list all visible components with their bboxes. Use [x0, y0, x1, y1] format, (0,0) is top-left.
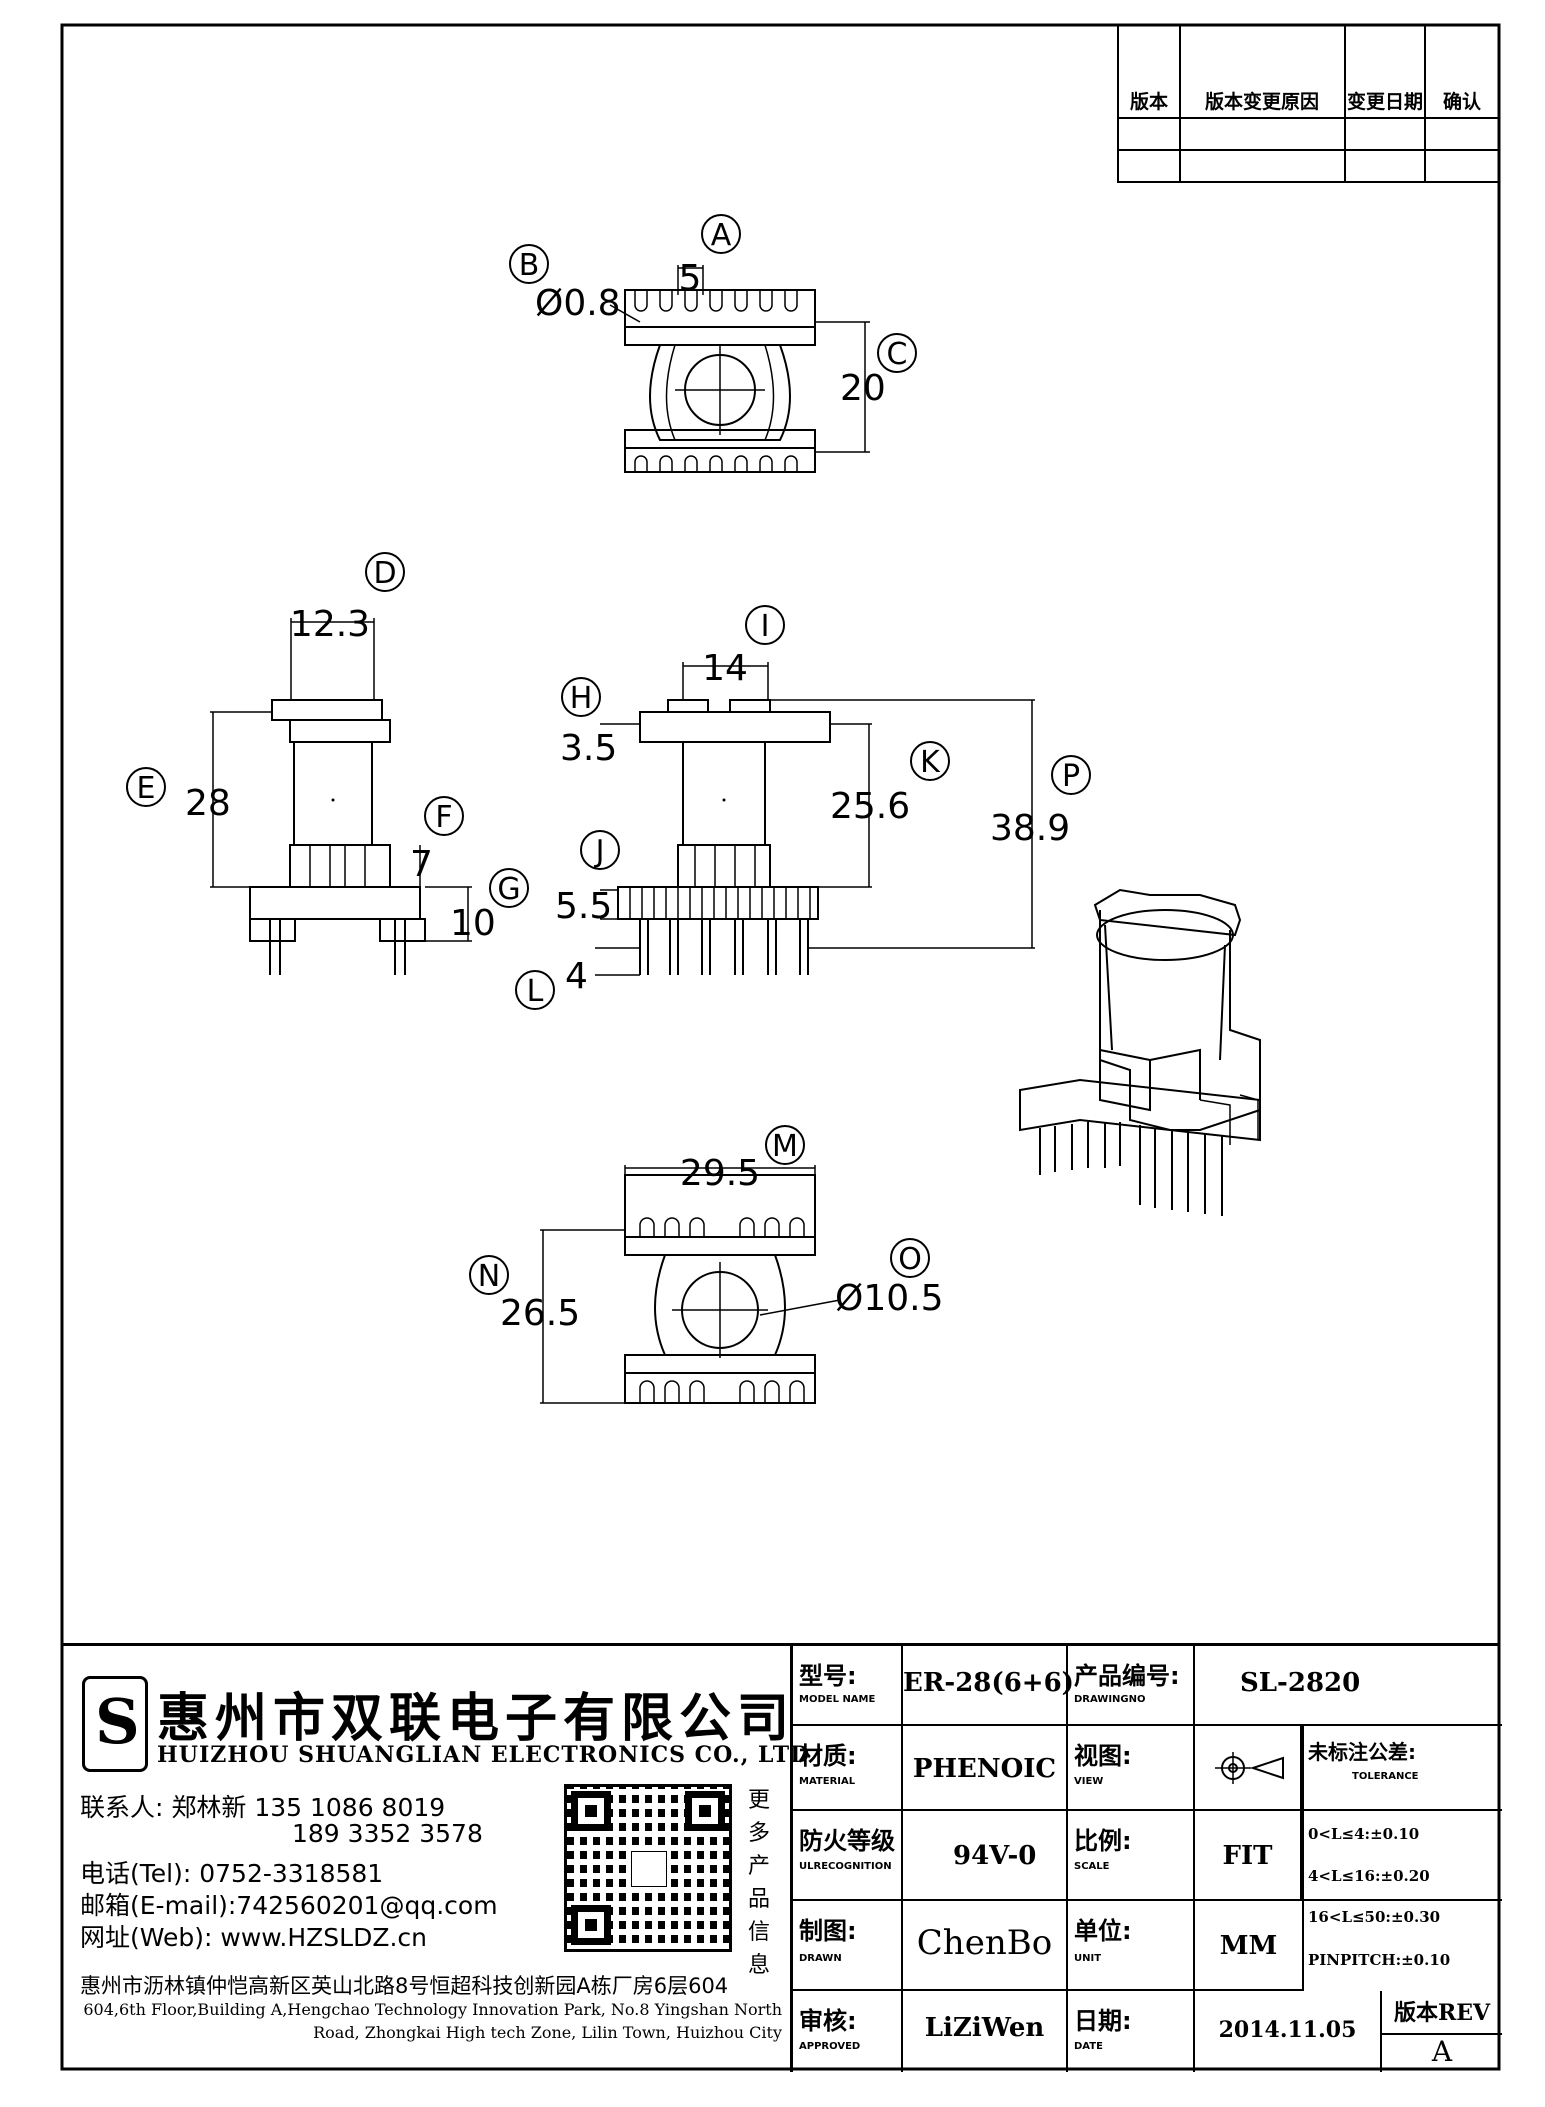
callout-k: K: [920, 745, 941, 780]
unit-value: MM: [1219, 1931, 1278, 1961]
company-logo: S: [82, 1676, 148, 1772]
callout-f: F: [435, 800, 452, 835]
callout-e: E: [137, 771, 156, 806]
front-view: 14 3.5 25.6 38.9 5.5 4: [555, 648, 1070, 997]
sheet-frame: [60, 23, 1501, 2071]
dim-slot: 7: [410, 844, 433, 885]
approved-by: LiZiWen: [924, 2013, 1045, 2043]
qr-caption: 更多产 品信息: [747, 1788, 770, 1978]
dim-pin-length: 4: [565, 956, 588, 997]
dim-core-dia: Ø10.5: [835, 1278, 944, 1319]
callout-c: C: [887, 337, 908, 372]
projection-symbol-icon: [1215, 1752, 1284, 1784]
bottom-view: 29.5 26.5 Ø10.5: [500, 1153, 944, 1404]
rev-header-reason: 版本变更原因: [1205, 90, 1319, 113]
drawing-number: SL-2820: [1240, 1668, 1361, 1698]
callout-m: M: [772, 1129, 798, 1164]
callout-d: D: [373, 556, 396, 591]
contact-tel: 电话(Tel): 0752-3318581: [80, 1859, 384, 1888]
dim-pin-dia: Ø0.8: [535, 283, 621, 324]
callout-bubbles: A B C D E F G H I J K L M N O P: [126, 214, 1091, 1295]
date-value: 2014.11.05: [1218, 2017, 1357, 2043]
spec-row-approved: 审核:APPROVED LiZiWen 日期:DATE 2014.11.05 版…: [793, 1991, 1502, 2072]
callout-o: O: [898, 1242, 922, 1277]
rev-header-version: 版本: [1130, 90, 1168, 113]
rev-value: A: [1431, 2035, 1453, 2068]
tolerance-list: 0<L≤4:±0.10 4<L≤16:±0.20 16<L≤50:±0.30 P…: [1308, 1825, 1451, 1969]
top-view: 5 Ø0.8 20: [535, 258, 886, 473]
callout-j: J: [594, 834, 605, 869]
dim-base: 10: [450, 903, 496, 944]
callout-b: B: [519, 248, 540, 283]
drawn-by: ChenBo: [916, 1923, 1053, 1963]
address-en: 604,6th Floor,Building A,Hengchao Techno…: [83, 2000, 782, 2042]
dim-row-span: 20: [840, 368, 886, 409]
dim-flange-width: 12.3: [290, 604, 370, 645]
dim-height: 28: [185, 783, 231, 824]
dim-front-width: 14: [702, 648, 748, 689]
contact-web: 网址(Web): www.HZSLDZ.cn: [80, 1923, 428, 1952]
dim-body-height: 25.6: [830, 786, 910, 827]
contact-email: 邮箱(E-mail):742560201@qq.com: [80, 1891, 498, 1920]
scale-value: FIT: [1222, 1841, 1273, 1871]
revision-table: 版本 版本变更原因 变更日期 确认: [1117, 24, 1500, 183]
material-value: PHENOIC: [912, 1754, 1057, 1784]
company-panel: S 惠州市双联电子有限公司 HUIZHOU SHUANGLIAN ELECTRO…: [62, 1646, 809, 2072]
spec-row-material: 材质:MATERIAL PHENOIC 视图:VIEW 未标注公差: TOLER…: [793, 1726, 1502, 1811]
model-value: ER-28(6+6): [903, 1668, 1074, 1698]
title-block: S 惠州市双联电子有限公司 HUIZHOU SHUANGLIAN ELECTRO…: [62, 1643, 1502, 2072]
contact-person: 联系人: 郑林新 135 1086 8019: [80, 1793, 446, 1822]
callout-l: L: [527, 974, 544, 1009]
rev-header-confirm: 确认: [1443, 90, 1481, 113]
dim-bottom-depth: 26.5: [500, 1293, 580, 1334]
company-name-en: HUIZHOU SHUANGLIAN ELECTRONICS CO., LTD: [157, 1742, 811, 1768]
isometric-view: [1019, 888, 1261, 1216]
dim-total-height: 38.9: [990, 808, 1070, 849]
callout-g: G: [497, 872, 520, 907]
address-cn: 惠州市沥林镇仲恺高新区英山北路8号恒超科技创新园A栋厂房6层604: [80, 1974, 729, 1998]
dim-pitch: 5: [679, 258, 702, 299]
spec-row-model: 型号:MODEL NAME ER-28(6+6) 产品编号:DRAWINGNO …: [793, 1646, 1502, 1726]
side-view: 12.3 28 7 10: [185, 604, 496, 975]
dim-base-height: 5.5: [555, 886, 612, 927]
callout-i: I: [761, 609, 770, 644]
qr-code: [564, 1784, 732, 1952]
callout-p: P: [1062, 759, 1080, 794]
rev-header-date: 变更日期: [1347, 90, 1423, 113]
dim-bottom-width: 29.5: [680, 1153, 760, 1194]
company-name-cn: 惠州市双联电子有限公司: [157, 1688, 796, 1749]
flame-rating: 94V-0: [953, 1841, 1037, 1871]
dim-flange-thk: 3.5: [560, 728, 617, 769]
rev-label: 版本REV: [1382, 1995, 1502, 2035]
spec-table: 型号:MODEL NAME ER-28(6+6) 产品编号:DRAWINGNO …: [790, 1646, 1502, 2072]
callout-a: A: [711, 218, 732, 253]
contact-phone-2: 189 3352 3578: [292, 1819, 483, 1848]
callout-h: H: [570, 681, 593, 716]
spec-row-drawn: 制图:DRAWN ChenBo 单位:UNIT MM: [793, 1901, 1302, 1991]
callout-n: N: [478, 1259, 500, 1294]
